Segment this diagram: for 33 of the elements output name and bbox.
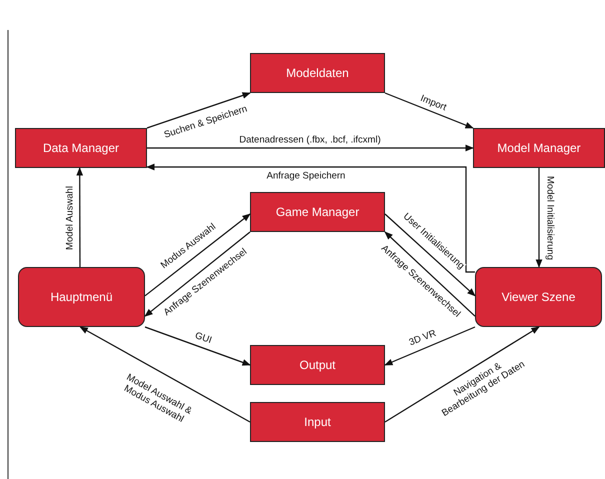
process-box [15,128,147,168]
arrow [384,214,476,296]
arrow [146,164,475,273]
node-label: Game Manager [276,205,360,219]
arrow [384,92,474,129]
arrow [144,213,251,296]
arrow [384,326,540,423]
arrow [144,326,251,366]
process-box [473,128,605,168]
node-label: Output [299,358,336,372]
arrow [147,144,474,152]
edge-label: Anfrage Speichern [266,172,346,182]
edge-label: Datenadressen (.fbx, .bcf, .ifcxml) [238,136,382,146]
process-box [250,192,385,232]
arrow [144,232,250,317]
arrow [146,92,251,129]
rounded-process-box [475,267,602,327]
process-box [250,53,385,93]
process-box [250,402,385,442]
node-label: Hauptmenü [50,290,113,304]
edge-label: Model Initialisierung [544,175,554,261]
arrow [536,168,542,268]
arrow [80,326,250,423]
node-label: Viewer Szene [502,290,576,304]
node-label: Input [304,415,331,429]
node-label: Model Manager [497,141,581,155]
arrow [384,231,476,317]
arrow [384,326,476,366]
node-label: Data Manager [42,141,120,155]
node-label: Modeldaten [286,66,349,80]
arrow [76,167,84,267]
rounded-process-box [18,267,145,327]
process-box [250,345,385,385]
